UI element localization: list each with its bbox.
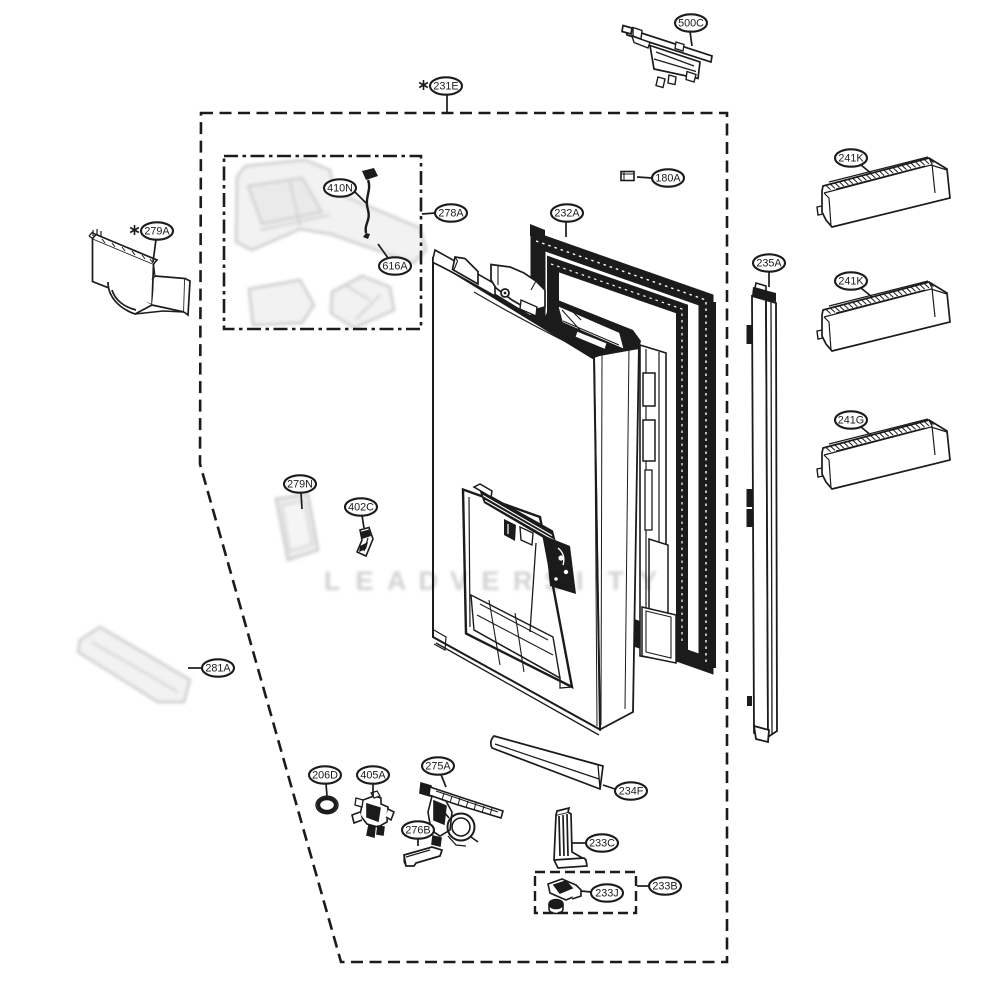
svg-text:275A: 275A <box>425 761 451 773</box>
svg-text:T: T <box>608 566 625 596</box>
svg-text:L: L <box>324 566 341 596</box>
svg-text:281A: 281A <box>205 663 231 675</box>
svg-text:279N: 279N <box>287 479 313 491</box>
svg-text:279A: 279A <box>144 226 170 238</box>
svg-text:233J: 233J <box>595 888 618 900</box>
svg-text:R: R <box>513 566 533 596</box>
svg-text:241G: 241G <box>838 415 864 427</box>
svg-text:D: D <box>419 566 439 596</box>
svg-text:276B: 276B <box>405 825 430 837</box>
svg-text:Y: Y <box>639 566 657 596</box>
svg-text:241K: 241K <box>838 153 864 165</box>
svg-text:231E: 231E <box>433 81 458 93</box>
svg-text:E: E <box>482 566 500 596</box>
svg-text:206D: 206D <box>312 770 338 782</box>
svg-text:V: V <box>450 566 468 596</box>
svg-text:S: S <box>545 566 563 596</box>
svg-text:500C: 500C <box>678 18 704 30</box>
svg-text:235A: 235A <box>756 258 782 270</box>
svg-text:233B: 233B <box>652 881 677 893</box>
svg-text:232A: 232A <box>554 208 580 220</box>
svg-text:233C: 233C <box>589 838 615 850</box>
svg-text:410N: 410N <box>327 183 353 195</box>
svg-text:278A: 278A <box>438 208 464 220</box>
svg-text:I: I <box>576 566 584 596</box>
svg-text:241K: 241K <box>838 276 864 288</box>
svg-text:180A: 180A <box>655 173 681 185</box>
svg-text:234F: 234F <box>619 786 644 798</box>
svg-text:E: E <box>356 566 374 596</box>
svg-text:616A: 616A <box>382 261 408 273</box>
svg-text:A: A <box>387 566 407 596</box>
svg-text:405A: 405A <box>360 770 386 782</box>
svg-text:402C: 402C <box>348 502 374 514</box>
